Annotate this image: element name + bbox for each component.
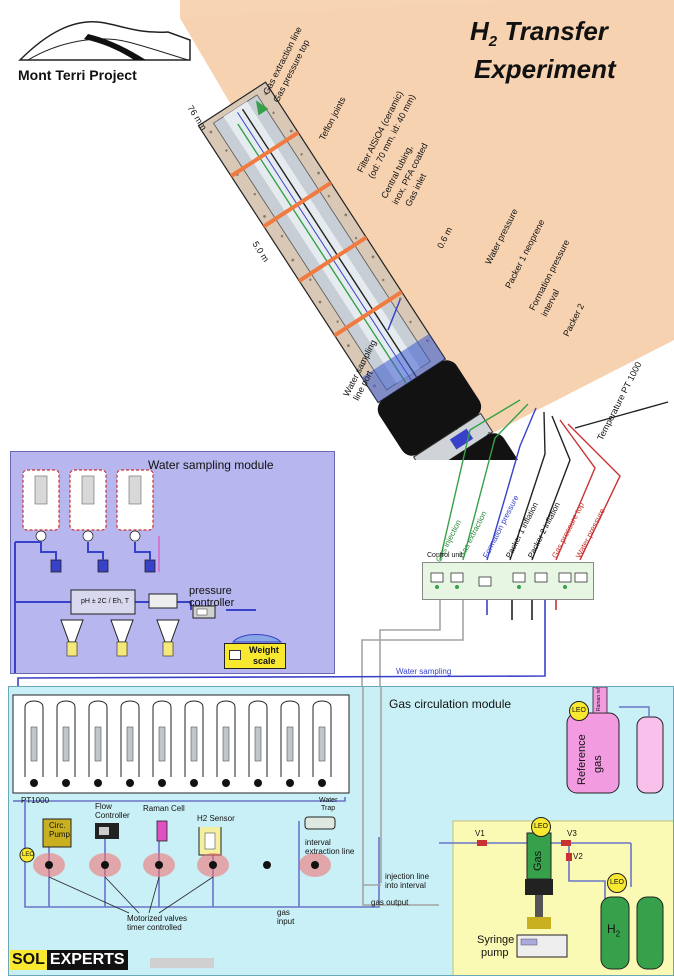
water-module-diagram: [11, 452, 334, 673]
syringe-pump-label: Syringe: [477, 935, 514, 946]
motorized-valves-label-2: timer controlled: [127, 924, 182, 932]
brand-experts: EXPERTS: [47, 950, 128, 970]
flow-controller-label-2: Controller: [95, 812, 130, 820]
gas-input-label: gas: [277, 909, 290, 917]
reference-gas-label: Reference: [577, 734, 588, 785]
valve-v3-label: V3: [567, 830, 577, 838]
water-trap-label: Water: [319, 797, 337, 804]
interval-extraction-label-2: extraction line: [305, 848, 354, 856]
control-unit-gauges: [423, 563, 593, 599]
interval-extraction-label: interval: [305, 839, 331, 847]
pressure-controller-label: pressure: [189, 586, 232, 597]
pressure-controller-label-2: controller: [189, 598, 234, 609]
leo-gauge-h2: LEO: [607, 873, 627, 893]
pt1000-label: PT1000: [21, 797, 49, 805]
gas-output-label: gas output: [371, 899, 408, 907]
circ-pump-label: Circ.: [49, 822, 65, 830]
reference-gas-label-2: gas: [593, 755, 604, 773]
footer-bar: [150, 958, 214, 968]
raman-cell-label: Raman Cell: [143, 805, 185, 813]
leo-gauge-gas: LEO: [531, 817, 551, 837]
ph-display: pH ± 2C / Eh, T: [81, 598, 129, 605]
motorized-valves-label: Motorized valves: [127, 915, 187, 923]
gas-input-label-2: input: [277, 918, 294, 926]
leo-gauge-left-label: LEO: [22, 852, 34, 858]
h2-bottle-label: H2: [607, 923, 620, 938]
weight-scale: Weight scale: [224, 643, 286, 669]
gas-module-title: Gas circulation module: [389, 697, 511, 711]
control-unit: Control unit: [422, 562, 594, 600]
water-sampling-module: Water sampling module: [10, 451, 335, 674]
water-module-title: Water sampling module: [148, 458, 274, 472]
syringe-pump-label-2: pump: [481, 948, 509, 959]
gas-circulation-module: Gas circulation module: [8, 686, 674, 976]
raman-ref-bottle-label: Raman ref.: [597, 686, 602, 711]
weight-scale-label-2: scale: [253, 657, 276, 666]
flow-controller-label: Flow: [95, 803, 112, 811]
injection-line-label: injection line: [385, 873, 429, 881]
control-unit-label: Control unit: [427, 552, 463, 559]
brand-sol: SOL: [10, 950, 47, 970]
injection-line-label-2: into interval: [385, 882, 426, 890]
gas-cylinder-label: Gas: [533, 851, 544, 871]
weight-scale-label: Weight: [249, 646, 279, 655]
leo-gauge-reference: LEO: [569, 701, 589, 721]
valve-v2-label: V2: [573, 853, 583, 861]
water-trap-label-2: Trap: [321, 805, 335, 812]
valve-v1-label: V1: [475, 830, 485, 838]
h2-sensor-label: H2 Sensor: [197, 815, 235, 823]
circ-pump-label-2: Pump: [49, 831, 70, 839]
water-sampling-line-label: Water sampling: [396, 668, 451, 676]
